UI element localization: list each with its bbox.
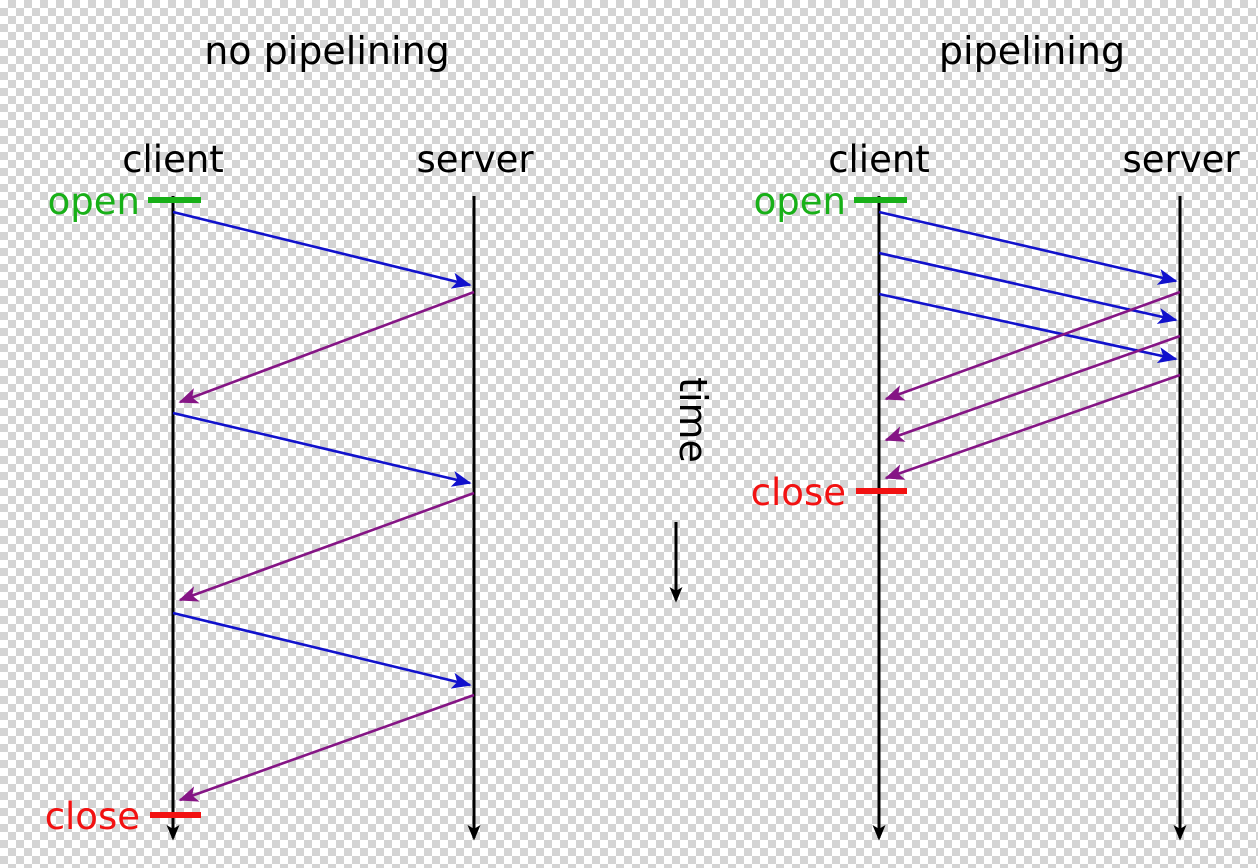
event-label-close-left: close xyxy=(45,795,140,838)
message-response-right-1 xyxy=(884,290,1181,401)
time-axis-label: time xyxy=(671,377,715,463)
message-response-right-3 xyxy=(884,373,1181,480)
message-request-left-1 xyxy=(172,210,472,289)
message-response-left-2 xyxy=(178,491,475,602)
actor-label-client-right: client xyxy=(828,138,930,181)
event-label-open-right: open xyxy=(754,180,846,223)
panel-title-no-pipelining: no pipelining xyxy=(204,29,450,73)
message-request-left-2 xyxy=(172,411,472,487)
panel-pipelining: pipelining client server open close xyxy=(751,29,1240,841)
message-request-right-1 xyxy=(878,210,1178,285)
message-response-left-1 xyxy=(178,290,475,404)
message-request-left-3 xyxy=(172,611,472,689)
event-label-close-right: close xyxy=(751,471,846,514)
panel-no-pipelining: no pipelining client server open close xyxy=(45,29,534,841)
message-response-left-3 xyxy=(178,693,475,802)
actor-label-server-right: server xyxy=(1122,138,1240,181)
time-axis: time xyxy=(669,377,715,603)
actor-label-client-left: client xyxy=(122,138,224,181)
event-label-open-left: open xyxy=(48,180,140,223)
message-request-right-3 xyxy=(878,292,1178,364)
message-request-right-2 xyxy=(878,251,1178,324)
message-response-right-2 xyxy=(884,334,1181,442)
actor-label-server-left: server xyxy=(416,138,534,181)
panel-title-pipelining: pipelining xyxy=(939,29,1125,73)
